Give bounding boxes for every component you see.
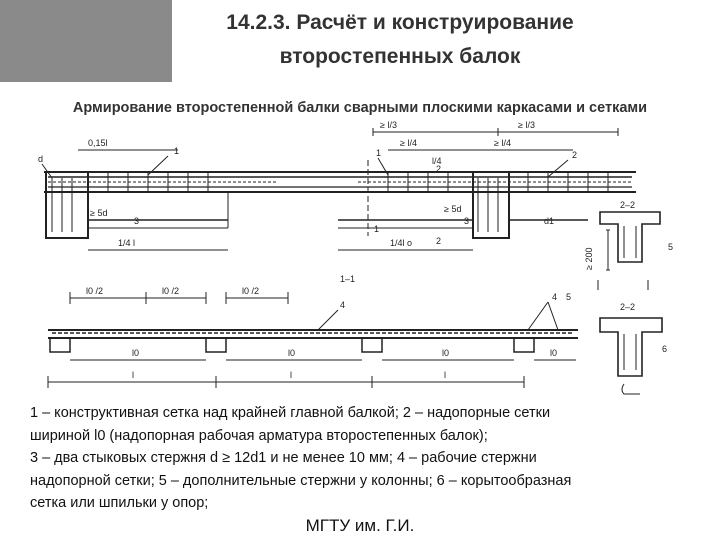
marker: 3: [134, 216, 139, 226]
marker: 3: [464, 216, 469, 226]
marker: d1: [544, 216, 554, 226]
slide-subtitle: Армирование второстепенной балки сварным…: [72, 100, 648, 116]
dim-label: 1/4 l: [118, 238, 135, 248]
dim-label: l: [132, 370, 134, 380]
dim-label: ≥ 5d: [90, 208, 107, 218]
support: [205, 337, 227, 353]
marker: 5: [668, 242, 673, 252]
caption-line: 1 – конструктивная сетка над крайней гла…: [30, 405, 551, 421]
section-label: 2–2: [620, 200, 635, 210]
support: [361, 337, 383, 353]
caption-line: шириной l0 (надопорная рабочая арматура …: [30, 427, 488, 444]
decorative-stripe: [0, 0, 172, 82]
marker: 1: [376, 148, 381, 158]
dim-label: ≥ l/3: [380, 120, 397, 130]
dim-label: ≥ l/4: [494, 138, 511, 148]
marker: 4: [552, 292, 557, 302]
marker: 1: [374, 224, 379, 234]
dim-label: ≥ 200: [584, 248, 594, 270]
dim-label: l/4: [432, 156, 442, 166]
section-2-2-bottom: [599, 317, 663, 377]
section-label: 1–1: [340, 274, 355, 284]
dim-label: 1/4l o: [390, 238, 412, 248]
dim-label: l0 /2: [242, 286, 259, 296]
caption-line: надопорной сетки; 5 – дополнительные сте…: [30, 472, 572, 489]
dim-label: l: [444, 370, 446, 380]
title-line-2: второстепенных балок: [279, 45, 521, 68]
section-label: 2–2: [620, 302, 635, 312]
dim-label: ≥ 5d: [444, 204, 461, 214]
legend-caption: 1 – конструктивная сетка над крайней гла…: [30, 402, 710, 515]
dim-label: l0: [288, 348, 295, 358]
marker: 2: [572, 150, 577, 160]
reinforcement-drawing: ≥ l/3 ≥ l/3 0,15l ≥ l/4 ≥ l/4 l/4 ≥ 5d ≥…: [38, 120, 673, 395]
dim-label: ≥ l/3: [518, 120, 535, 130]
marker: d: [38, 154, 43, 164]
dim-label: l: [290, 370, 292, 380]
marker: 4: [340, 300, 345, 310]
dim-label: ≥ l/4: [400, 138, 417, 148]
slide-title: 14.2.3. Расчёт и конструирование второст…: [180, 6, 620, 74]
marker: 1: [174, 146, 179, 156]
dim-label: l0: [550, 348, 557, 358]
dim-label: l0: [132, 348, 139, 358]
section-2-2-top: [599, 211, 661, 263]
caption-line: сетка или шпильки у опор;: [30, 495, 209, 511]
marker: 6: [662, 344, 667, 354]
footer-institution: МГТУ им. Г.И.: [305, 516, 415, 535]
title-line-1: 14.2.3. Расчёт и конструирование: [226, 11, 574, 34]
support: [513, 337, 535, 353]
dim-label: 0,15l: [88, 138, 108, 148]
dim-label: l0: [442, 348, 449, 358]
end-beam: [45, 171, 89, 239]
caption-line: 3 – два стыковых стержня d ≥ 12d1 и не м…: [30, 450, 537, 466]
marker: 2: [436, 164, 441, 174]
support: [49, 337, 71, 353]
marker: 2: [436, 236, 441, 246]
dim-label: l0 /2: [162, 286, 179, 296]
dim-label: l0 /2: [86, 286, 103, 296]
marker: 5: [566, 292, 571, 302]
main-beam: [472, 171, 510, 239]
